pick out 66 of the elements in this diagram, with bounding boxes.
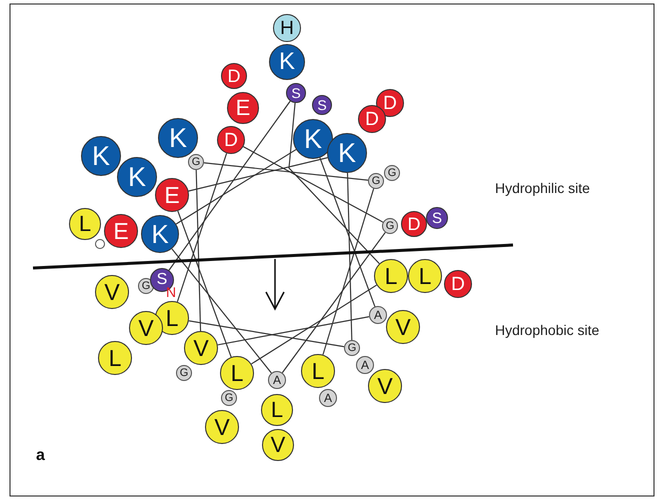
- residue-circle: K: [327, 133, 367, 173]
- helix-connector: [168, 100, 291, 271]
- helix-connector: [188, 320, 344, 348]
- residue-circle: G: [221, 390, 237, 406]
- residue-circle: A: [319, 389, 337, 407]
- small-circle: [95, 239, 105, 249]
- helix-connector: [319, 158, 376, 307]
- residue-circle: S: [426, 207, 448, 229]
- residue-circle: D: [217, 126, 245, 154]
- residue-circle: E: [104, 214, 138, 248]
- helix-connector: [346, 172, 352, 340]
- residue-circle: L: [301, 354, 335, 388]
- residue-circle: K: [293, 119, 333, 159]
- panel-letter: a: [36, 447, 45, 465]
- residue-circle: V: [386, 310, 420, 344]
- residue-circle: K: [81, 136, 121, 176]
- helix-connector: [251, 284, 377, 364]
- residue-circle: G: [368, 173, 384, 189]
- residue-circle: L: [220, 356, 254, 390]
- helix-connector: [204, 162, 368, 181]
- helix-connector: [196, 170, 202, 332]
- residue-circle: L: [69, 208, 101, 240]
- helix-connector: [218, 316, 370, 346]
- residue-circle: K: [141, 215, 179, 253]
- residue-circle: V: [205, 410, 239, 444]
- residue-circle: G: [384, 165, 400, 181]
- residue-circle: A: [356, 356, 374, 374]
- helix-connector: [322, 188, 374, 355]
- residue-circle: E: [155, 178, 189, 212]
- helix-connector: [176, 153, 228, 302]
- residue-circle: A: [268, 371, 286, 389]
- helix-connector: [176, 149, 296, 224]
- residue-circle: D: [401, 211, 427, 237]
- residue-circle: S: [312, 95, 332, 115]
- residue-circle: G: [176, 365, 192, 381]
- region-label: Hydrophobic site: [495, 322, 600, 338]
- residue-circle: G: [382, 218, 398, 234]
- helix-connector: [177, 210, 232, 358]
- helix-connector: [282, 232, 386, 374]
- residue-circle: L: [408, 259, 442, 293]
- residue-circle: G: [344, 340, 360, 356]
- helix-connector: [188, 157, 328, 192]
- helix-connector: [243, 146, 384, 223]
- residue-circle: A: [369, 306, 387, 324]
- residue-circle: V: [368, 369, 402, 403]
- residue-circle: D: [358, 105, 386, 133]
- residue-circle: G: [188, 154, 204, 170]
- residue-circle: L: [98, 341, 132, 375]
- residue-circle: K: [269, 44, 305, 80]
- residue-circle: V: [262, 429, 294, 461]
- residue-circle: S: [286, 83, 306, 103]
- residue-circle: E: [227, 92, 259, 124]
- residue-circle: V: [95, 275, 129, 309]
- region-label: Hydrophilic site: [495, 180, 590, 196]
- residue-circle: L: [374, 259, 408, 293]
- residue-circle: K: [158, 118, 198, 158]
- residue-circle: L: [261, 394, 293, 426]
- helix-connector: [171, 248, 272, 374]
- residue-circle: D: [221, 63, 247, 89]
- residue-circle: V: [184, 331, 218, 365]
- residue-circle: D: [444, 270, 472, 298]
- residue-circle: G: [138, 278, 154, 294]
- residue-circle: K: [117, 157, 157, 197]
- residue-circle: H: [273, 14, 301, 42]
- helix-connector: [288, 102, 380, 264]
- residue-circle: V: [129, 311, 163, 345]
